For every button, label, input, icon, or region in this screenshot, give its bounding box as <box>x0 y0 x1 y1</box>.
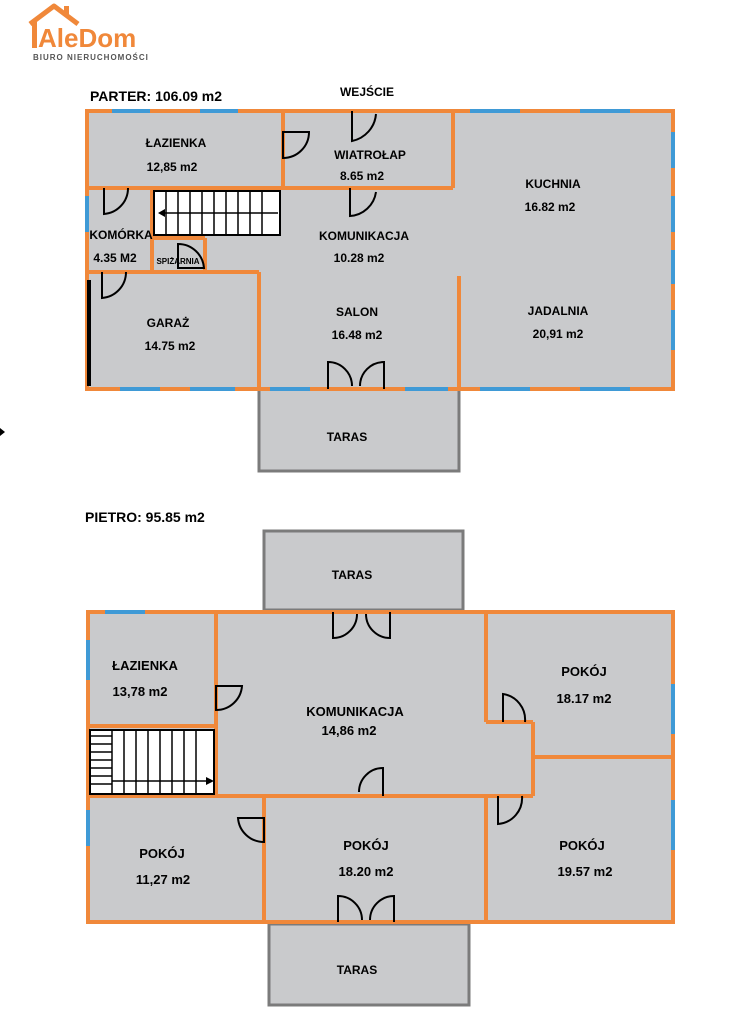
upper-windows <box>86 610 675 850</box>
room-name: ŁAZIENKA <box>112 658 178 673</box>
room-area: 18.17 m2 <box>557 691 612 706</box>
room-name: KUCHNIA <box>525 177 581 191</box>
room-name: SPIŻARNIA <box>156 257 199 266</box>
room-area: 14.75 m2 <box>145 339 196 353</box>
room-name: KOMÓRKA <box>89 227 153 242</box>
room-11-27-door-icon <box>236 817 265 844</box>
room-area: 16.82 m2 <box>525 200 576 214</box>
room-name: POKÓJ <box>559 838 605 853</box>
upper-room-labels: TARAS ŁAZIENKA 13,78 m2 KOMUNIKACJA 14,8… <box>112 568 612 977</box>
room-name: POKÓJ <box>139 846 185 861</box>
room-name: JADALNIA <box>528 304 589 318</box>
ground-room-labels: ŁAZIENKA 12,85 m2 WIATROŁAP 8.65 m2 KUCH… <box>89 136 588 444</box>
upper-outer-wall <box>86 610 675 924</box>
room-area: 11,27 m2 <box>136 872 190 887</box>
logo-bar-icon <box>32 22 37 48</box>
terrace-door-left-icon <box>327 360 353 389</box>
room-area: 14,86 m2 <box>322 723 377 738</box>
room-area: 19.57 m2 <box>558 864 613 879</box>
bathroom-door-icon <box>282 131 311 160</box>
pantry-door-icon <box>177 242 206 269</box>
room-area: 20,91 m2 <box>533 327 584 341</box>
entrance-label: WEJŚCIE <box>340 84 394 99</box>
vestibule-door-icon <box>349 188 377 218</box>
left-marker-icon <box>0 428 5 436</box>
bottom-terrace-door-left-icon <box>337 894 363 922</box>
top-terrace-door-right-icon <box>365 612 391 640</box>
room-name: POKÓJ <box>561 664 607 679</box>
storage-door-icon <box>103 187 130 216</box>
room-19-57-door-icon <box>497 795 524 826</box>
ground-doors <box>101 111 385 389</box>
upper-doors <box>215 612 527 922</box>
room-area: 8.65 m2 <box>340 169 384 183</box>
upper-top-terrace <box>262 529 465 612</box>
room-18-20-top-door-icon <box>358 766 384 796</box>
room-area: 18.20 m2 <box>339 864 394 879</box>
brand-logo: AleDom BIURO NIERUCHOMOŚCI <box>28 3 149 62</box>
ground-floor-plan: ŁAZIENKA 12,85 m2 WIATROŁAP 8.65 m2 KUCH… <box>85 109 675 473</box>
top-terrace-door-left-icon <box>332 612 358 640</box>
room-name: TARAS <box>327 430 367 444</box>
room-name: ŁAZIENKA <box>146 136 207 150</box>
room-area: 4.35 M2 <box>93 251 137 265</box>
room-area: 12,85 m2 <box>147 160 198 174</box>
room-name: POKÓJ <box>343 838 389 853</box>
room-18-17-door-icon <box>502 692 527 723</box>
upper-floor-title: PIETRO: 95.85 m2 <box>85 509 205 525</box>
ground-stairs <box>153 190 281 236</box>
room-area: 13,78 m2 <box>113 684 168 699</box>
garage-inner-door-icon <box>101 271 128 300</box>
room-name: KOMUNIKACJA <box>319 229 409 243</box>
entrance-door-icon <box>351 111 377 143</box>
room-area: 16.48 m2 <box>332 328 383 342</box>
ground-floor-area <box>87 111 673 389</box>
upper-floor-plan: TARAS ŁAZIENKA 13,78 m2 KOMUNIKACJA 14,8… <box>86 529 675 1007</box>
ground-floor-title: PARTER: 106.09 m2 <box>90 88 222 104</box>
ground-windows <box>85 109 675 391</box>
chimney-icon <box>64 6 69 16</box>
room-name: TARAS <box>332 568 372 582</box>
brand-name: AleDom <box>38 23 136 53</box>
bottom-terrace-door-right-icon <box>369 894 395 922</box>
room-name: SALON <box>336 305 378 319</box>
upper-bottom-terrace <box>267 922 471 1007</box>
room-area: 10.28 m2 <box>334 251 385 265</box>
terrace-door-right-icon <box>359 360 385 389</box>
room-name: KOMUNIKACJA <box>306 704 404 719</box>
ground-terrace <box>257 387 461 473</box>
bathroom-door-icon <box>215 685 244 712</box>
room-name: TARAS <box>337 963 377 977</box>
room-name: GARAŻ <box>147 315 190 330</box>
house-roof-icon <box>28 3 80 26</box>
upper-stairs <box>89 729 215 795</box>
room-name: WIATROŁAP <box>334 148 406 162</box>
brand-tagline: BIURO NIERUCHOMOŚCI <box>33 53 149 62</box>
